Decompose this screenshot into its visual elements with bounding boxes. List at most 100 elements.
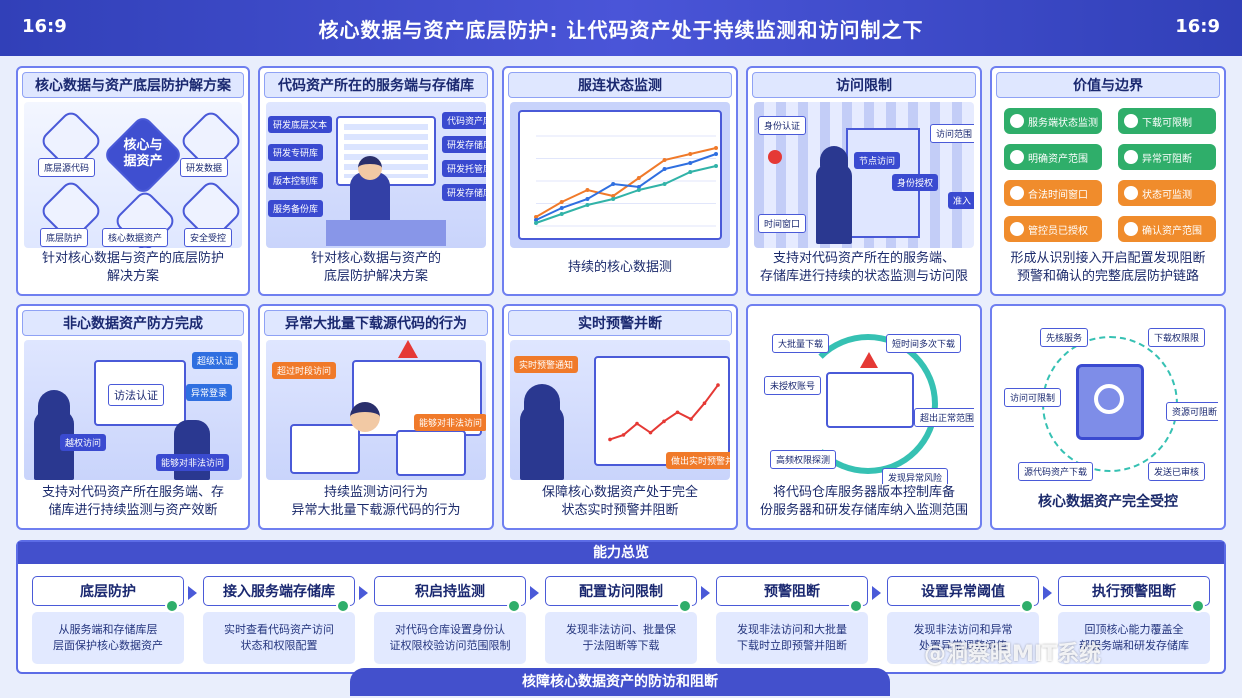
panel-caption: 支持对代码资产所在服务端、存 储库进行持续监测与资产效断 bbox=[41, 485, 224, 518]
data-point bbox=[648, 430, 653, 435]
alert-series-line bbox=[609, 384, 719, 441]
value-chip-label: 管控员已授权 bbox=[1028, 225, 1088, 237]
panel-title: 非心数据资产防方完成 bbox=[22, 310, 244, 336]
capability-title: 设置异常阈值 bbox=[887, 576, 1039, 613]
capability-item: 积启持监测对代码仓库设置身份认 证权限校验访问范围限制 bbox=[374, 576, 526, 668]
value-chip: 异常可阻断 bbox=[1118, 144, 1216, 170]
panel-status-monitor: 服连状态监测 持续的核心数据测 bbox=[502, 66, 738, 296]
data-point bbox=[636, 185, 641, 189]
security-guard-illustration: 访法认证 超级认证 异常登录 越权访问 能够对非法访问 bbox=[24, 340, 242, 480]
label-rd-text: 研发底层文本 bbox=[268, 116, 333, 133]
label-access-range: 访问范围 bbox=[930, 124, 974, 143]
arrow-right-icon bbox=[359, 586, 368, 600]
check-icon bbox=[849, 599, 863, 613]
page-title: 核心数据与资产底层防护: 让代码资产处于持续监测和访问制之下 bbox=[318, 17, 924, 42]
check-icon bbox=[165, 599, 179, 613]
panel-non-core-protection: 非心数据资产防方完成 访法认证 超级认证 异常登录 越权访问 能够对非法访问 支… bbox=[16, 304, 250, 530]
series-line bbox=[535, 153, 717, 221]
capability-heading: 能力总览 bbox=[18, 542, 1224, 564]
check-icon bbox=[1010, 150, 1024, 164]
check-icon bbox=[1124, 150, 1138, 164]
data-point bbox=[585, 188, 590, 192]
panel-title: 价值与边界 bbox=[996, 72, 1220, 98]
capability-item: 设置异常阈值发现非法访问和异常 处置异常调整阈值 bbox=[887, 576, 1039, 668]
arrow-right-icon bbox=[530, 586, 539, 600]
data-point bbox=[716, 383, 720, 387]
capability-overview: 能力总览 底层防护从服务端和存储库层 层面保护核心数据资产接入服务端存储库实时查… bbox=[16, 540, 1226, 674]
capability-title-text: 接入服务端存储库 bbox=[223, 584, 335, 600]
vault-safe-icon bbox=[1076, 364, 1144, 440]
label-code-asset-lib: 代码资产库 bbox=[442, 112, 486, 129]
label-rd-hosting: 研发托管库 bbox=[442, 160, 486, 177]
value-chip-label: 下载可限制 bbox=[1142, 117, 1192, 129]
value-chip: 服务端状态监测 bbox=[1004, 108, 1102, 134]
label-realtime-notice: 实时预警通知 bbox=[514, 356, 579, 373]
label-rd-lib: 研发专研库 bbox=[268, 144, 324, 161]
capability-item: 底层防护从服务端和存储库层 层面保护核心数据资产 bbox=[32, 576, 184, 668]
capability-title: 预警阻断 bbox=[716, 576, 868, 613]
arrow-right-icon bbox=[188, 586, 197, 600]
capability-title-text: 积启持监测 bbox=[415, 584, 485, 600]
capability-item: 接入服务端存储库实时查看代码资产访问 状态和权限配置 bbox=[203, 576, 355, 668]
label-version-lib: 版本控制库 bbox=[268, 172, 324, 189]
panel-title: 访问限制 bbox=[752, 72, 976, 98]
bulk-download-illustration: 超过时段访问 能够对非法访问 bbox=[266, 340, 486, 480]
data-point bbox=[688, 161, 693, 165]
capability-item: 预警阻断发现非法访问和大批量 下载时立即预警并阻断 bbox=[716, 576, 868, 668]
capability-title: 底层防护 bbox=[32, 576, 184, 613]
value-chip: 确认资产范围 bbox=[1118, 216, 1216, 242]
label-block-illegal: 能够对非法访问 bbox=[156, 454, 230, 471]
panel-title: 核心数据与资产底层防护解方案 bbox=[22, 72, 244, 98]
label-identity-auth: 身份认证 bbox=[758, 116, 807, 135]
capability-title: 配置访问限制 bbox=[545, 576, 697, 613]
label-alert-block: 做出实时预警并阻断 bbox=[666, 452, 730, 469]
data-point bbox=[636, 188, 641, 192]
data-point bbox=[662, 167, 667, 171]
value-chip: 管控员已授权 bbox=[1004, 216, 1102, 242]
panel-caption: 持续的核心数据测 bbox=[567, 260, 672, 275]
monitor-dashboard bbox=[510, 102, 730, 248]
capability-desc: 发现非法访问和大批量 下载时立即预警并阻断 bbox=[716, 612, 868, 664]
data-point bbox=[636, 176, 641, 180]
core-asset-center-label: 核心与 据资产 bbox=[123, 138, 163, 169]
label-bottom-protection: 底层防护 bbox=[40, 228, 89, 247]
panel-title: 实时预警并断 bbox=[508, 310, 732, 336]
capability-title: 接入服务端存储库 bbox=[203, 576, 355, 613]
title-bar: 16:9 核心数据与资产底层防护: 让代码资产处于持续监测和访问制之下 16:9 bbox=[0, 0, 1242, 56]
panel-caption: 支持对代码资产所在的服务端、 存储库进行持续的状态监测与访问限 bbox=[759, 251, 968, 284]
server-room-illustration: 研发底层文本 研发专研库 版本控制库 服务备份库 代码资产库 研发存储库 研发托… bbox=[266, 102, 486, 248]
check-icon bbox=[1010, 114, 1024, 128]
warning-triangle-icon bbox=[398, 340, 418, 358]
label-node-access: 节点访问 bbox=[854, 152, 901, 169]
value-chip-label: 异常可阻断 bbox=[1142, 153, 1192, 165]
value-chip-grid: 服务端状态监测 下载可限制明确资产范围 异常可阻断合法时间窗口状态可监测管控员已授权… bbox=[998, 102, 1218, 252]
value-chip: 合法时间窗口 bbox=[1004, 180, 1102, 206]
label-permission-probe: 高频权限探测 bbox=[770, 450, 837, 469]
access-gate-illustration: 身份认证 访问范围 时间窗口 节点访问 身份授权 准入 bbox=[754, 102, 974, 248]
capability-desc: 发现非法访问、批量保 于法阻断等下载 bbox=[545, 612, 697, 664]
check-icon bbox=[1020, 599, 1034, 613]
label-time-window: 时间窗口 bbox=[758, 214, 807, 233]
alarm-light-icon bbox=[768, 150, 782, 164]
data-point bbox=[688, 170, 693, 174]
data-point bbox=[534, 215, 538, 219]
series-line bbox=[535, 147, 717, 218]
check-icon bbox=[1124, 222, 1138, 236]
check-icon bbox=[1124, 186, 1138, 200]
check-icon bbox=[336, 599, 350, 613]
label-access-limitable: 访问可限制 bbox=[1004, 388, 1062, 407]
value-chip-label: 明确资产范围 bbox=[1028, 153, 1088, 165]
label-rd-data: 研发数据 bbox=[180, 158, 229, 177]
data-point bbox=[585, 203, 590, 207]
data-point bbox=[688, 152, 693, 156]
check-icon bbox=[1010, 222, 1024, 236]
value-chip: 状态可监测 bbox=[1118, 180, 1216, 206]
series-line bbox=[535, 165, 717, 224]
data-point bbox=[611, 197, 616, 201]
panel-caption: 持续监测访问行为 异常大批量下载源代码的行为 bbox=[291, 485, 461, 518]
check-icon bbox=[1010, 186, 1024, 200]
label-access-auth: 访法认证 bbox=[108, 384, 164, 406]
label-super-auth: 超级认证 bbox=[192, 352, 239, 369]
data-point bbox=[611, 194, 616, 198]
panel-title: 代码资产所在的服务端与存储库 bbox=[264, 72, 488, 98]
